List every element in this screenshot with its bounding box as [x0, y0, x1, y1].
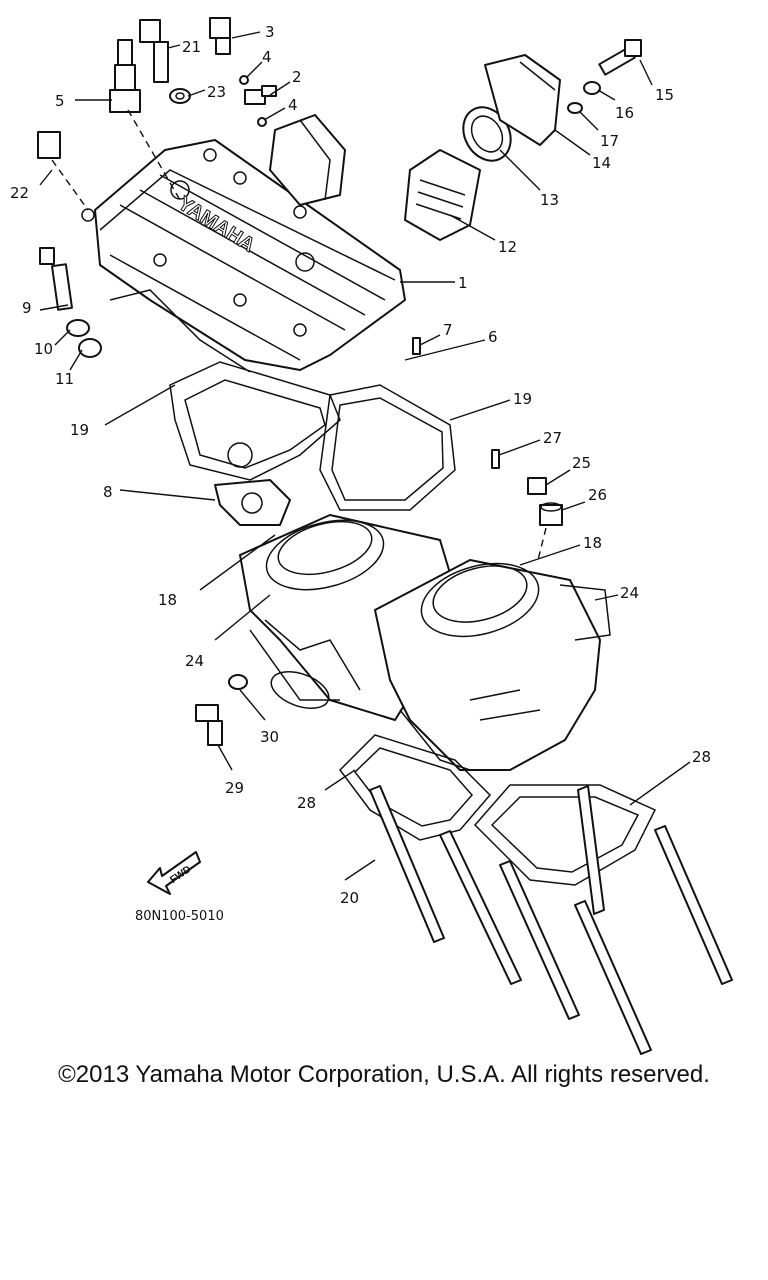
- callout-24a: 24: [185, 652, 204, 670]
- cylinder-right: [374, 559, 611, 771]
- bolt-9: [39, 247, 73, 311]
- callout-19a: 19: [70, 421, 89, 439]
- copyright-notice: ©2013 Yamaha Motor Corporation, U.S.A. A…: [58, 1061, 710, 1088]
- callout-27: 27: [543, 429, 562, 447]
- callout-2: 2: [292, 68, 302, 86]
- dowel-pin-27: [491, 449, 500, 469]
- callout-9: 9: [22, 299, 32, 317]
- callout-24b: 24: [620, 584, 639, 602]
- callout-15: 15: [655, 86, 674, 104]
- callout-14: 14: [592, 154, 611, 172]
- callout-12: 12: [498, 238, 517, 256]
- callout-4b: 4: [288, 96, 298, 114]
- washer-10: [66, 319, 90, 337]
- callout-1: 1: [458, 274, 468, 292]
- callout-4a: 4: [262, 48, 272, 66]
- studs-20: [369, 785, 733, 1055]
- callout-10: 10: [34, 340, 53, 358]
- spark-plug: [109, 39, 141, 113]
- washer-23: [169, 88, 191, 104]
- bolt-15: [598, 39, 642, 76]
- callout-7: 7: [443, 321, 453, 339]
- washer-17: [567, 102, 583, 114]
- callout-16: 16: [615, 104, 634, 122]
- dowel-pin-7: [412, 337, 421, 355]
- plug-25: [527, 477, 547, 495]
- callout-18b: 18: [583, 534, 602, 552]
- callout-28a: 28: [297, 794, 316, 812]
- callout-17: 17: [600, 132, 619, 150]
- callout-8: 8: [103, 483, 113, 501]
- alignment-lines: [51, 109, 547, 561]
- leader-lines: [39, 31, 691, 881]
- callout-19b: 19: [513, 390, 532, 408]
- callout-30: 30: [260, 728, 279, 746]
- callout-20: 20: [340, 889, 359, 907]
- callout-13: 13: [540, 191, 559, 209]
- bolt-29: [195, 704, 223, 746]
- callout-3: 3: [265, 23, 275, 41]
- bolt-21: [139, 19, 169, 83]
- plug-26: [539, 502, 563, 526]
- callout-5: 5: [55, 92, 65, 110]
- plate-8: [214, 479, 291, 526]
- plug-22: [37, 131, 61, 159]
- gasket-30: [228, 674, 248, 690]
- fitting-2: [244, 85, 277, 105]
- bolt-3: [209, 17, 231, 55]
- head-bolt-holes: [81, 148, 315, 337]
- callout-29: 29: [225, 779, 244, 797]
- callout-labels: 1 2 3 4 4 5 6 7 8 9 10 11 12 13 14 15 16…: [10, 23, 711, 907]
- washer-16: [583, 81, 601, 95]
- exploded-parts-diagram: YAMAHA: [10, 17, 733, 1055]
- callout-18a: 18: [158, 591, 177, 609]
- diagram-code: 80N100-5010: [135, 909, 224, 924]
- callout-23: 23: [207, 83, 226, 101]
- callout-11: 11: [55, 370, 74, 388]
- callout-22: 22: [10, 184, 29, 202]
- callout-21: 21: [182, 38, 201, 56]
- cylinder-head: YAMAHA: [81, 114, 406, 373]
- callout-26: 26: [588, 486, 607, 504]
- nut-11: [78, 338, 102, 358]
- callout-25: 25: [572, 454, 591, 472]
- head-gasket-right: [319, 384, 456, 511]
- head-gasket-left: [169, 361, 341, 481]
- thermostat: [404, 149, 481, 241]
- callout-6: 6: [488, 328, 498, 346]
- forward-arrow-icon: FWD: [147, 851, 201, 895]
- base-gasket-right: [473, 784, 657, 886]
- callout-28b: 28: [692, 748, 711, 766]
